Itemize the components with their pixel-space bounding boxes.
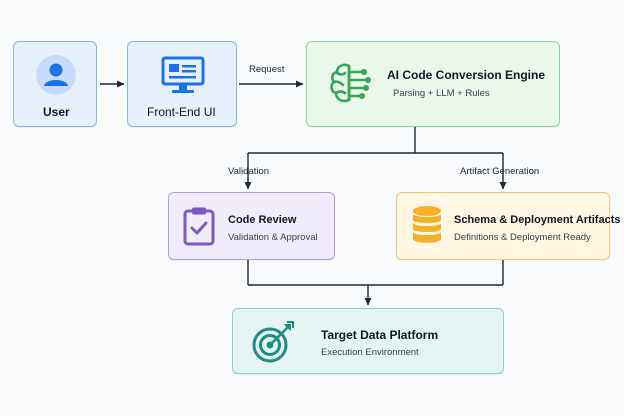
target-arrow-icon [252,321,294,363]
node-user: User [13,41,97,127]
clipboard-check-icon [183,207,215,246]
user-avatar-icon [36,55,76,95]
node-user-label: User [43,105,70,119]
node-target-title: Target Data Platform [321,328,439,342]
node-review-subtitle: Validation & Approval [228,232,318,243]
edge-label-validation: Validation [228,166,270,177]
node-engine-subtitle: Parsing + LLM + Rules [393,88,490,99]
node-frontend-label: Front-End UI [147,105,216,119]
node-engine-title: AI Code Conversion Engine [387,68,546,82]
node-artifacts-subtitle: Definitions & Deployment Ready [454,232,591,243]
node-engine: AI Code Conversion Engine Parsing + LLM … [306,41,560,127]
node-review: Code Review Validation & Approval [168,192,335,260]
edge-label-request: Request [249,64,285,75]
node-target-subtitle: Execution Environment [321,347,419,358]
monitor-icon [161,56,205,93]
node-review-title: Code Review [228,214,297,226]
database-icon [413,206,441,243]
node-artifacts-title: Schema & Deployment Artifacts [454,214,621,226]
brain-circuit-icon [330,63,371,103]
node-artifacts: Schema & Deployment Artifacts Definition… [396,192,620,260]
node-target: Target Data Platform Execution Environme… [232,308,504,374]
node-frontend: Front-End UI [127,41,237,127]
edge-label-artifact-generation: Artifact Generation [460,166,540,177]
